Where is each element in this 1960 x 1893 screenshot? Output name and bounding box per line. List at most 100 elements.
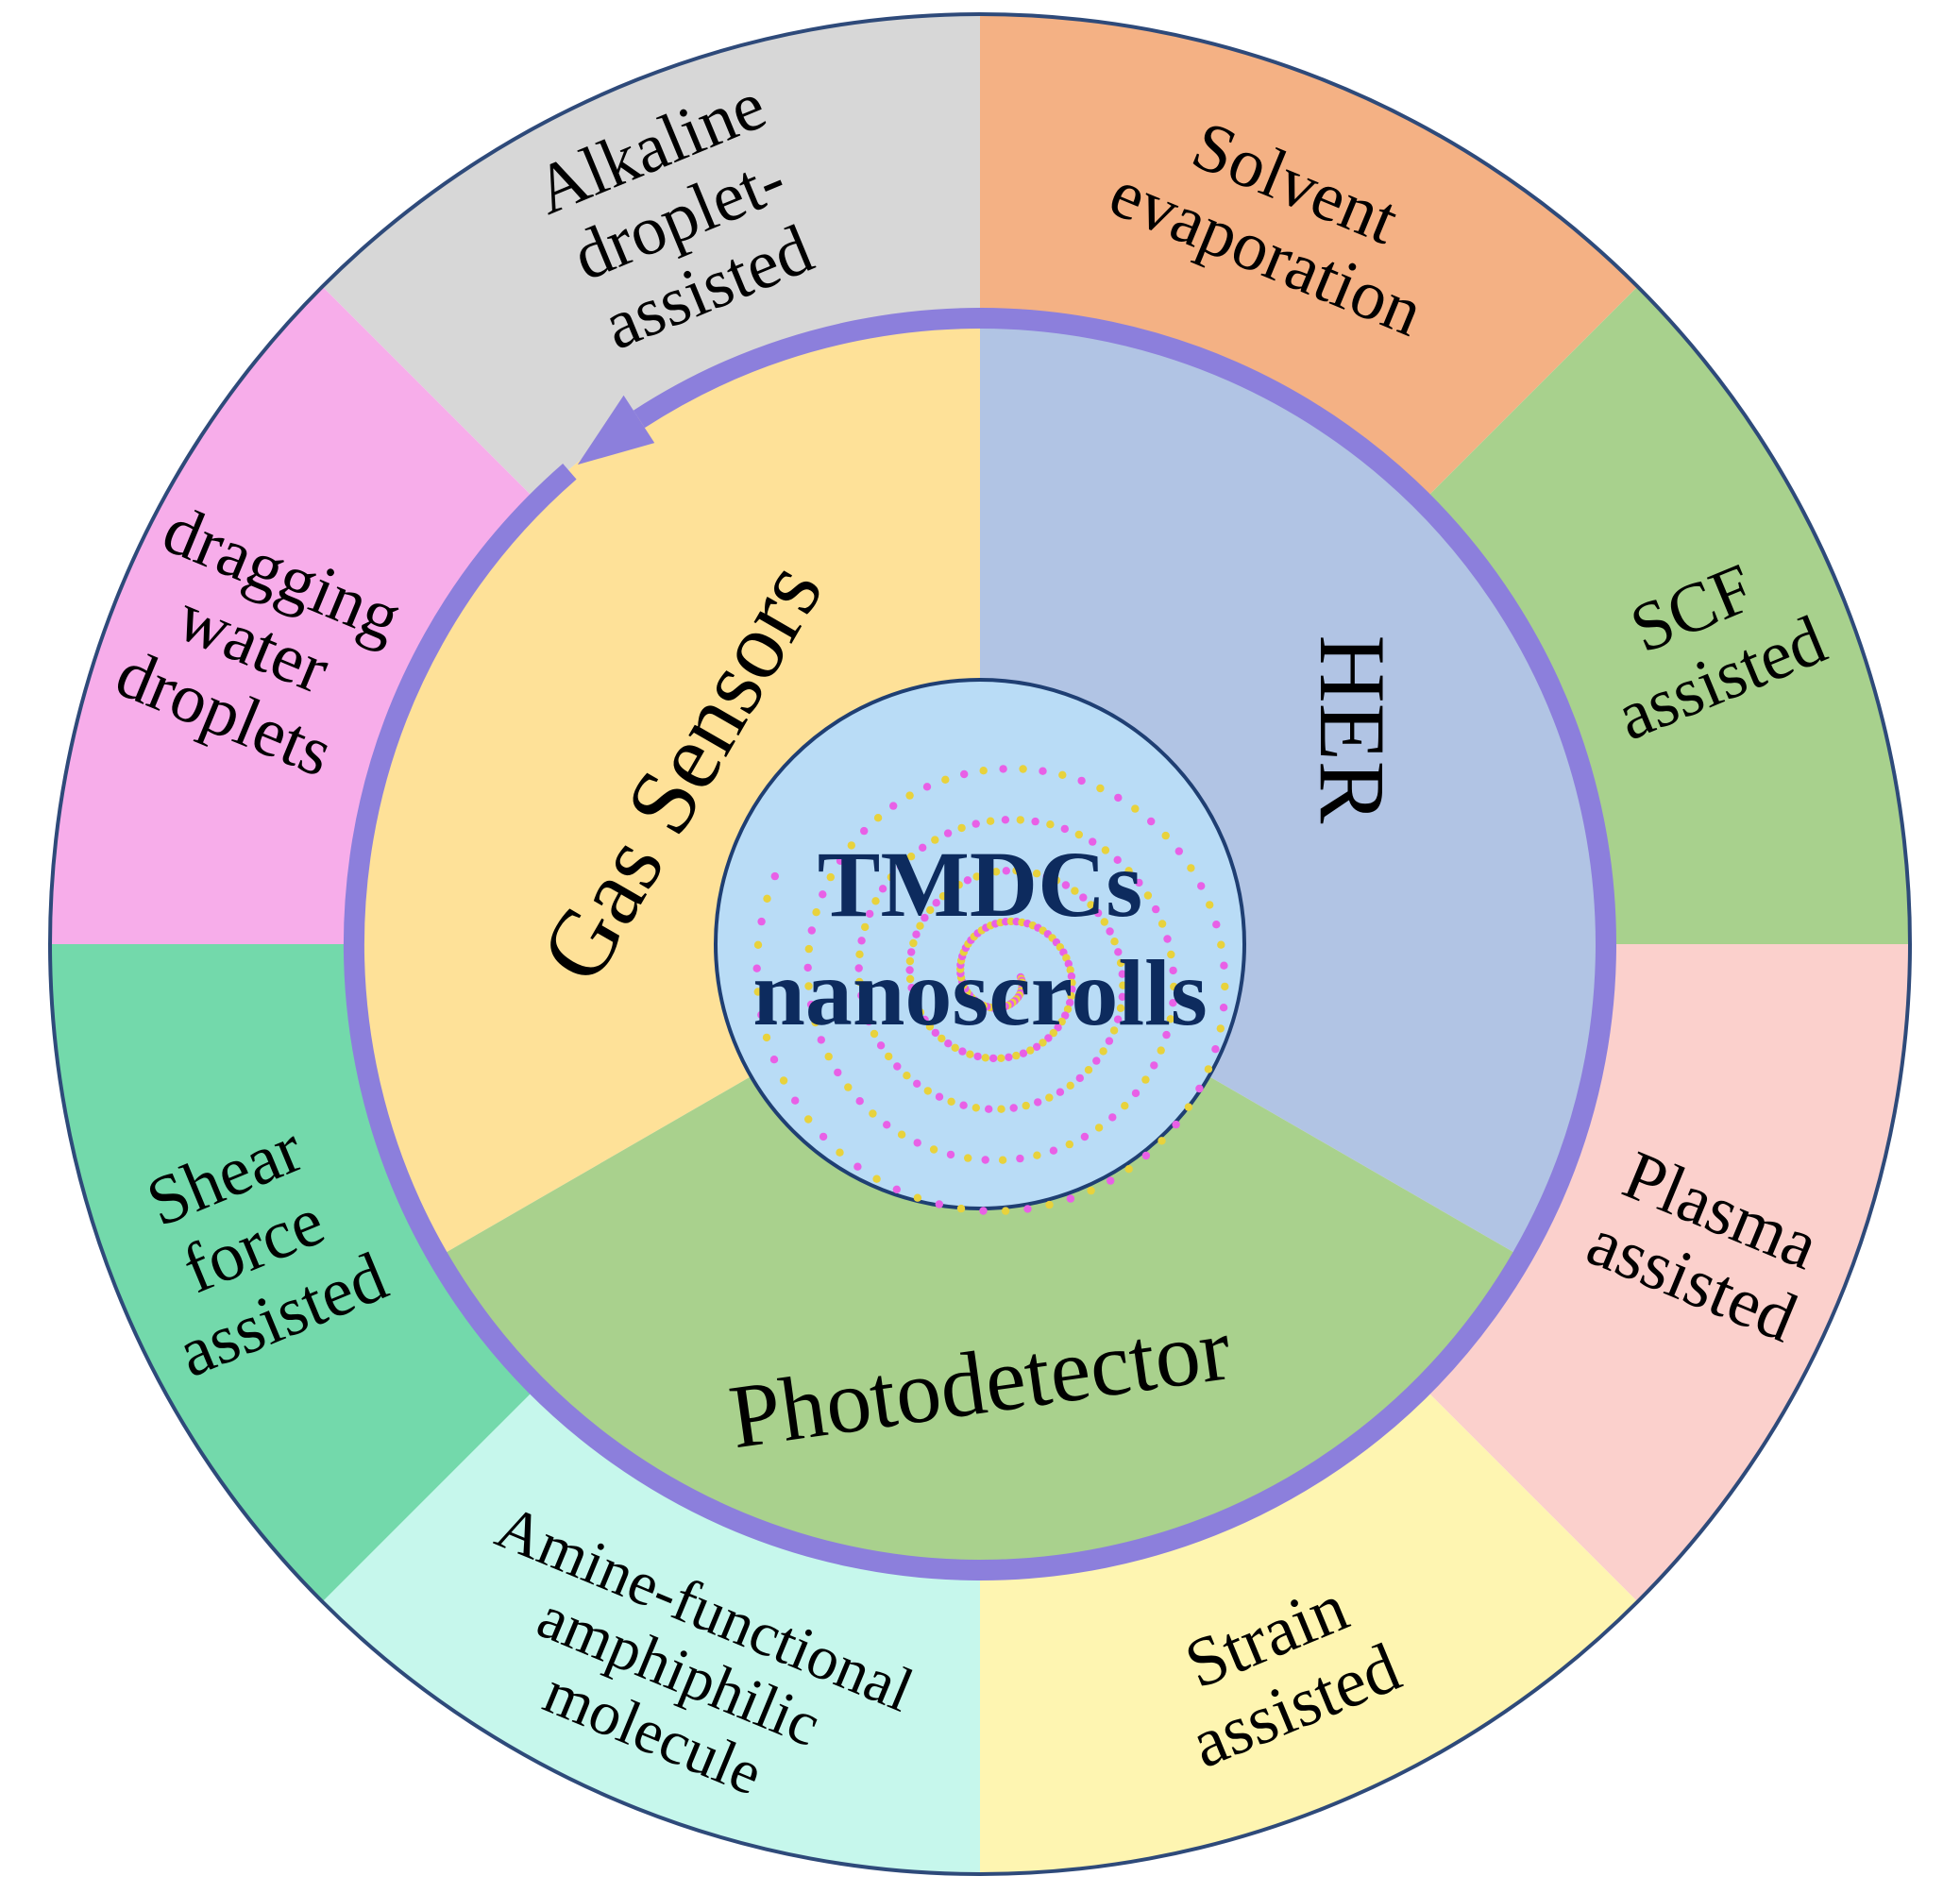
spiral-dot	[1161, 831, 1170, 840]
spiral-dot	[1074, 830, 1084, 839]
outer-segment-wedge	[980, 14, 1638, 500]
spiral-dot	[946, 886, 955, 894]
spiral-dot	[855, 950, 864, 958]
spiral-dot	[1067, 972, 1076, 981]
spiral-dot	[803, 963, 812, 972]
inner-segment-wedge	[980, 316, 1608, 1259]
spiral-dot	[1163, 935, 1172, 943]
spiral-dot	[931, 836, 939, 844]
spiral-dot	[897, 1130, 906, 1139]
spiral-dot	[912, 1000, 921, 1009]
spiral-dot	[963, 876, 972, 885]
spiral-dot	[865, 1017, 873, 1026]
spiral-dot	[1174, 847, 1184, 855]
spiral-dot	[905, 956, 915, 966]
outer-segment: draggingwaterdroplets	[50, 286, 536, 944]
spiral-dot	[1068, 985, 1076, 994]
spiral-dot	[921, 1015, 929, 1024]
spiral-dot	[1108, 1113, 1117, 1122]
spiral-dot	[1060, 824, 1070, 834]
spiral-dot	[973, 1052, 982, 1061]
spiral-dot	[806, 1000, 816, 1009]
spiral-dot	[951, 1043, 959, 1053]
spiral-dot	[959, 1101, 968, 1109]
spiral-dot	[913, 1079, 921, 1089]
spiral-dot	[944, 1039, 953, 1048]
spiral-dot	[1012, 867, 1021, 875]
spiral-dot	[943, 829, 953, 837]
spiral-dot	[1119, 981, 1127, 989]
spiral-dot	[906, 853, 916, 861]
spiral-dot	[853, 1162, 862, 1171]
spiral-dot	[807, 926, 816, 935]
spiral-dot	[1184, 1103, 1193, 1111]
spiral-dot	[860, 1005, 869, 1013]
spiral-dot	[860, 826, 869, 836]
spiral-dot	[1092, 1056, 1101, 1065]
spiral-dot	[824, 1052, 833, 1061]
spiral-dot	[981, 1054, 990, 1062]
spiral-dot	[1113, 1015, 1123, 1023]
spiral-dot	[836, 856, 845, 865]
spiral-dot	[905, 791, 914, 800]
spiral-dot	[997, 1105, 1005, 1113]
spiral-dot	[905, 974, 915, 984]
spiral-dot	[923, 1087, 932, 1095]
spiral-dot	[753, 988, 762, 996]
spiral-dot	[988, 1054, 998, 1063]
spiral-dot	[1162, 1030, 1171, 1039]
spiral-dot	[1131, 1089, 1141, 1098]
spiral-dot	[1066, 1194, 1075, 1203]
spiral-dot	[1101, 846, 1110, 854]
outer-segment: Strainassisted	[980, 1388, 1638, 1874]
spiral-dot	[955, 881, 963, 889]
inner-segment: HER	[980, 316, 1608, 1259]
spiral-dot	[1107, 1176, 1115, 1185]
spiral-dot	[1212, 921, 1221, 929]
spiral-dot	[1219, 1004, 1228, 1012]
spiral-dot	[861, 922, 870, 932]
spiral-dot	[1093, 908, 1103, 918]
spiral-dot	[979, 1207, 988, 1215]
spiral-dot	[1022, 868, 1031, 876]
spiral-dot	[1075, 1073, 1085, 1083]
spiral-dot	[929, 1145, 938, 1154]
spiral-dot	[956, 1204, 966, 1213]
spiral-dot	[1054, 1023, 1062, 1032]
spiral-dot	[1033, 1151, 1041, 1159]
spiral-dot	[913, 1139, 921, 1147]
outer-segment-wedge	[980, 1388, 1638, 1874]
spiral-dot	[770, 871, 779, 881]
center-title-line-1: TMDCs	[818, 832, 1142, 937]
spiral-dot	[873, 814, 883, 822]
spiral-dot	[1057, 1017, 1066, 1026]
spiral-dot	[847, 841, 855, 850]
spiral-dot	[1167, 950, 1175, 959]
spiral-dot	[1204, 1065, 1213, 1073]
spiral-dot	[958, 1047, 967, 1056]
spiral-dot	[870, 1029, 879, 1039]
spiral-dot	[811, 1018, 819, 1027]
spiral-dot	[1124, 1165, 1133, 1174]
spiral-dot	[931, 1028, 939, 1038]
spiral-dot	[1046, 820, 1055, 829]
spiral-dot	[834, 1068, 842, 1077]
spiral-dot	[916, 921, 924, 930]
spiral-dot	[854, 964, 863, 972]
spiral-dot	[1071, 887, 1079, 895]
spiral-dot	[913, 1193, 922, 1202]
spiral-dot	[1105, 1037, 1114, 1045]
spiral-dot	[1169, 999, 1177, 1007]
spiral-dot	[1110, 938, 1119, 946]
spiral-dot	[1022, 1101, 1030, 1110]
spiral-dot	[887, 872, 896, 882]
spiral-dot	[1195, 1084, 1204, 1093]
spiral-dot	[966, 1050, 974, 1058]
cycle-arrow-head	[577, 395, 655, 465]
spiral-dot	[1221, 982, 1229, 991]
inner-segment-wedge	[351, 316, 980, 1259]
spiral-dot	[1039, 767, 1047, 775]
spiral-dot	[866, 909, 874, 919]
outer-segment-wedge	[1424, 286, 1910, 944]
